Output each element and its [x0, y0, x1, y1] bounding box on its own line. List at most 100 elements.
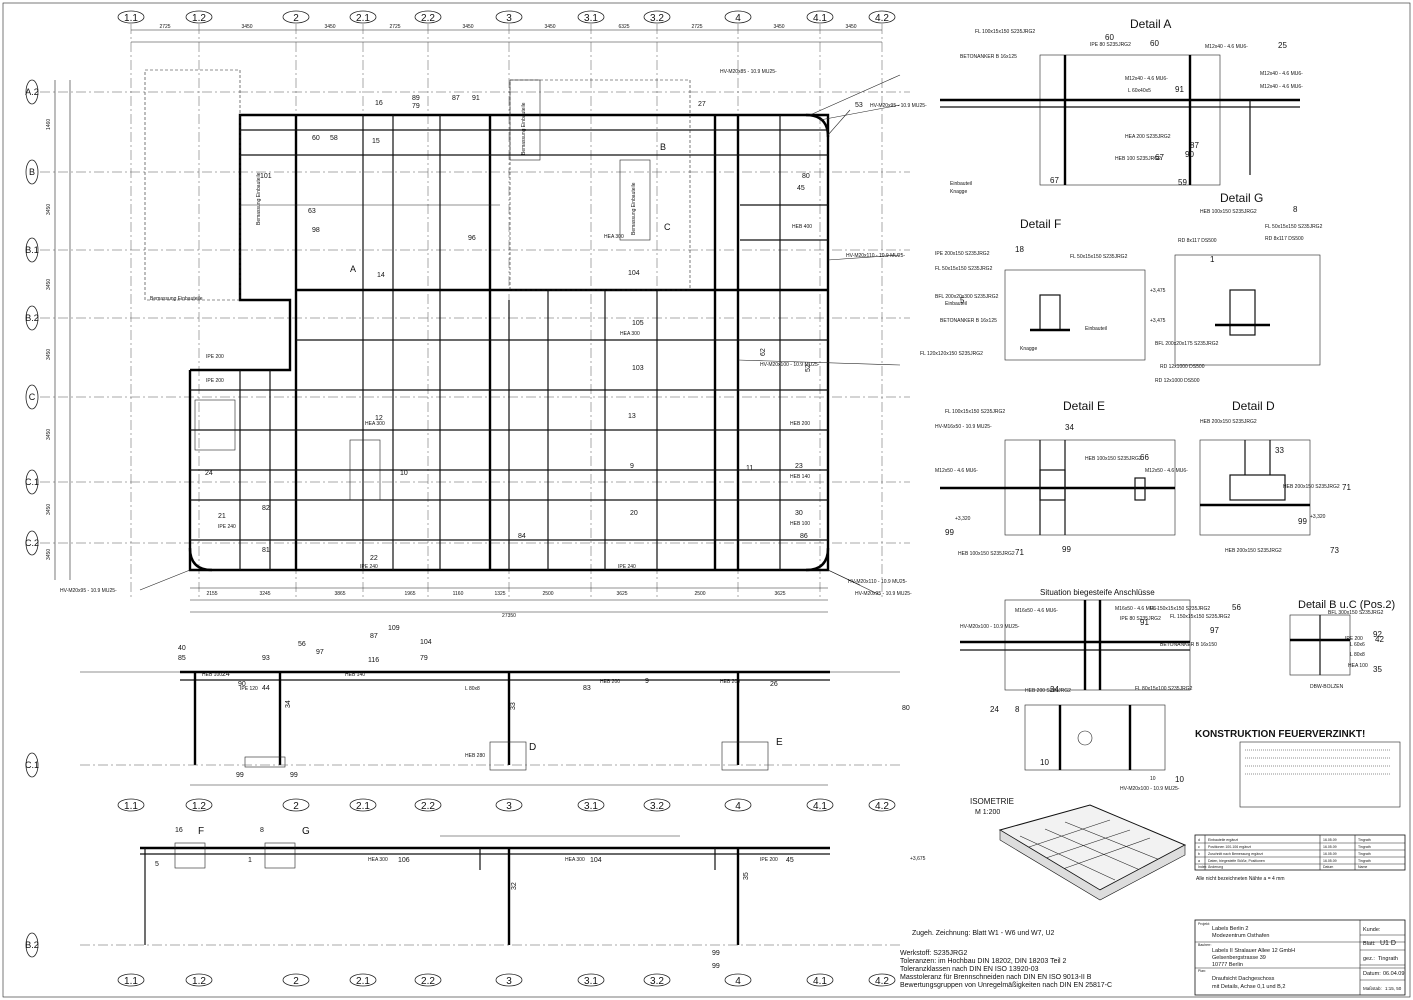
- svg-text:Bemassung Einbauteile: Bemassung Einbauteile: [150, 296, 203, 302]
- svg-text:HV-M20x95 - 10.9 MU25-: HV-M20x95 - 10.9 MU25-: [60, 588, 117, 594]
- svg-text:Tingrath: Tingrath: [1358, 845, 1371, 849]
- svg-text:1460: 1460: [46, 119, 52, 130]
- svg-text:1:15, 50: 1:15, 50: [1385, 986, 1402, 991]
- svg-text:HV-M20x100 - 10.9 MU25-: HV-M20x100 - 10.9 MU25-: [760, 362, 820, 368]
- axis-bubble-left: A.2: [25, 79, 39, 105]
- svg-text:26: 26: [770, 681, 778, 688]
- svg-text:35: 35: [1373, 665, 1382, 674]
- svg-text:99: 99: [236, 772, 244, 779]
- axis-bubble-bottom: 2: [282, 973, 310, 987]
- svg-text:82: 82: [262, 505, 270, 512]
- svg-text:60: 60: [1150, 39, 1159, 48]
- svg-text:4.1: 4.1: [813, 801, 827, 812]
- detail-d: Detail D HEB 200x150 S235JRG2 +3,320 HEB…: [1199, 399, 1351, 555]
- svg-text:30: 30: [795, 510, 803, 517]
- svg-text:FL 80x15x100 S235JRG2: FL 80x15x100 S235JRG2: [1135, 686, 1193, 692]
- svg-text:4: 4: [735, 801, 741, 812]
- svg-text:89: 89: [412, 95, 420, 102]
- svg-text:RD 8x117 DS500: RD 8x117 DS500: [1178, 238, 1217, 244]
- svg-text:63: 63: [308, 208, 316, 215]
- svg-text:HEA 300: HEA 300: [565, 857, 585, 863]
- svg-text:BFL 200x20x175 S235JRG2: BFL 200x20x175 S235JRG2: [1155, 341, 1219, 347]
- svg-text:BFL 200x20x300 S235JRG2: BFL 200x20x300 S235JRG2: [935, 294, 999, 300]
- axis-bubble-bottom: 1.2: [185, 973, 213, 987]
- svg-text:3450: 3450: [46, 549, 52, 560]
- svg-text:HEB 100: HEB 100: [790, 521, 810, 527]
- svg-text:71: 71: [1015, 548, 1024, 557]
- svg-text:+3,475: +3,475: [1150, 318, 1166, 324]
- svg-text:c: c: [1198, 845, 1200, 849]
- svg-text:06.04.09: 06.04.09: [1383, 971, 1404, 977]
- svg-text:L 80x8: L 80x8: [465, 686, 480, 692]
- top-dimension-chain: 2725 3450 3450 2725 3450 3450 6325 2725 …: [131, 24, 882, 43]
- axis-bubble-bottom: 3.2: [643, 798, 671, 812]
- axis-bubble-left: B: [25, 159, 39, 185]
- svg-text:Einbauteil: Einbauteil: [945, 301, 967, 307]
- svg-text:67: 67: [1155, 153, 1164, 162]
- detail-g: Detail G HEB 100x150 S235JRG2 FL 50x15x1…: [1150, 191, 1323, 384]
- svg-text:Tingrath: Tingrath: [1358, 838, 1371, 842]
- svg-text:HEB 400: HEB 400: [792, 224, 812, 230]
- svg-text:83: 83: [583, 685, 591, 692]
- svg-text:3450: 3450: [462, 24, 473, 30]
- svg-text:4: 4: [735, 13, 741, 24]
- svg-text:Labels Berlin 2: Labels Berlin 2: [1212, 926, 1248, 932]
- svg-text:18: 18: [1015, 245, 1024, 254]
- svg-text:HEB 140: HEB 140: [345, 672, 365, 678]
- bottom-axis-row-1: 1.1 1.2 2 2.1 2.2 3 3.1 3.2 4 4.1 4.2: [117, 798, 896, 812]
- svg-text:2: 2: [293, 976, 299, 987]
- svg-text:FL 100x15x150 S235JRG2: FL 100x15x150 S235JRG2: [975, 29, 1035, 35]
- svg-text:C: C: [664, 222, 671, 232]
- svg-text:C.1: C.1: [25, 477, 39, 487]
- svg-text:A.2: A.2: [25, 87, 39, 97]
- svg-text:34: 34: [285, 700, 292, 708]
- svg-text:1.2: 1.2: [192, 976, 206, 987]
- detail-d-title: Detail D: [1232, 399, 1275, 413]
- axis-bubble-top: 2.1: [349, 10, 377, 24]
- svg-text:M16x50 - 4.6 MU6-: M16x50 - 4.6 MU6-: [1015, 608, 1058, 614]
- svg-text:3.1: 3.1: [584, 801, 598, 812]
- svg-text:Datum:: Datum:: [1363, 971, 1381, 977]
- svg-text:HEB 200x150 S235JRG2: HEB 200x150 S235JRG2: [1225, 548, 1282, 554]
- svg-text:4.1: 4.1: [813, 976, 827, 987]
- svg-text:105: 105: [632, 320, 644, 327]
- svg-text:16: 16: [175, 827, 183, 834]
- svg-text:97: 97: [1210, 626, 1219, 635]
- svg-text:3245: 3245: [259, 591, 270, 597]
- svg-text:12: 12: [375, 415, 383, 422]
- svg-text:9: 9: [645, 678, 649, 685]
- svg-text:Masstoleranz für Brennschneide: Masstoleranz für Brennschneiden nach DIN…: [900, 974, 1092, 981]
- svg-text:2500: 2500: [542, 591, 553, 597]
- svg-text:87: 87: [370, 633, 378, 640]
- axis-bubble-bottom: 4.2: [868, 798, 896, 812]
- svg-text:1160: 1160: [453, 591, 464, 597]
- svg-text:HEA 300: HEA 300: [365, 421, 385, 427]
- axis-bubble-bottom: 2.2: [414, 973, 442, 987]
- svg-text:IPE 240: IPE 240: [360, 564, 378, 570]
- svg-text:23: 23: [795, 463, 803, 470]
- svg-text:8: 8: [260, 827, 264, 834]
- svg-text:34: 34: [1065, 423, 1074, 432]
- svg-text:M12x40 - 4.6 MU6-: M12x40 - 4.6 MU6-: [1125, 76, 1168, 82]
- svg-text:16.05.09: 16.05.09: [1323, 859, 1337, 863]
- svg-text:M 1:200: M 1:200: [975, 809, 1000, 816]
- notes-box: [1239, 741, 1401, 808]
- svg-text:C.2: C.2: [25, 538, 39, 548]
- svg-text:66: 66: [1140, 453, 1149, 462]
- svg-text:+3,475: +3,475: [1150, 288, 1166, 294]
- svg-text:HEB 100x150 S235JRG2: HEB 100x150 S235JRG2: [1200, 209, 1257, 215]
- svg-text:Modezentrum Osthafen: Modezentrum Osthafen: [1212, 933, 1269, 939]
- svg-text:91: 91: [472, 95, 480, 102]
- svg-text:3450: 3450: [544, 24, 555, 30]
- svg-text:10: 10: [400, 470, 408, 477]
- svg-text:42: 42: [1375, 635, 1384, 644]
- svg-text:44: 44: [262, 685, 270, 692]
- svg-text:B.2: B.2: [25, 313, 39, 323]
- svg-text:21: 21: [218, 513, 226, 520]
- svg-text:10777 Berlin: 10777 Berlin: [1212, 962, 1243, 968]
- svg-text:5: 5: [155, 861, 159, 868]
- svg-text:Plan:: Plan:: [1198, 969, 1206, 973]
- svg-text:Tingrath: Tingrath: [1358, 852, 1371, 856]
- axis-bubble-bottom: 4.2: [868, 973, 896, 987]
- svg-text:56: 56: [1232, 603, 1241, 612]
